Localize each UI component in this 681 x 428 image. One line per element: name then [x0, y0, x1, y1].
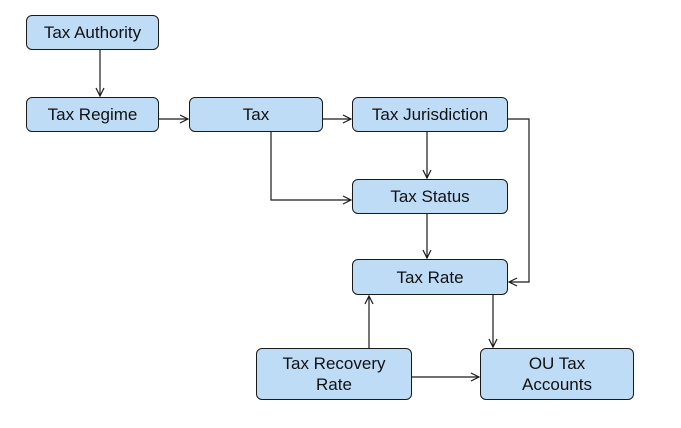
node-tax-recovery-rate: Tax Recovery Rate: [256, 348, 412, 400]
node-label-tax-jurisdiction: Tax Jurisdiction: [371, 105, 489, 124]
edge-tax-to-tax-status: [270, 132, 351, 200]
node-label-tax-rate: Tax Rate: [396, 267, 464, 287]
node-label-tax-status: Tax Status: [390, 187, 470, 206]
node-tax: Tax: [189, 97, 323, 132]
node-tax-regime: Tax Regime: [26, 97, 159, 132]
node-label-ou-tax-accounts: OU Tax Accounts: [522, 354, 592, 394]
node-label-tax: Tax: [242, 105, 270, 124]
edge-tax-jurisdiction-to-tax-rate: [508, 118, 530, 282]
node-tax-status: Tax Status: [352, 179, 508, 214]
node-tax-rate: Tax Rate: [352, 259, 508, 295]
node-label-tax-regime: Tax Regime: [47, 105, 138, 124]
node-label-tax-recovery-rate: Tax Recovery Rate: [282, 354, 386, 394]
node-tax-authority: Tax Authority: [26, 15, 159, 50]
node-label-tax-authority: Tax Authority: [43, 23, 142, 42]
node-tax-jurisdiction: Tax Jurisdiction: [352, 97, 508, 132]
node-ou-tax-accounts: OU Tax Accounts: [480, 348, 634, 400]
